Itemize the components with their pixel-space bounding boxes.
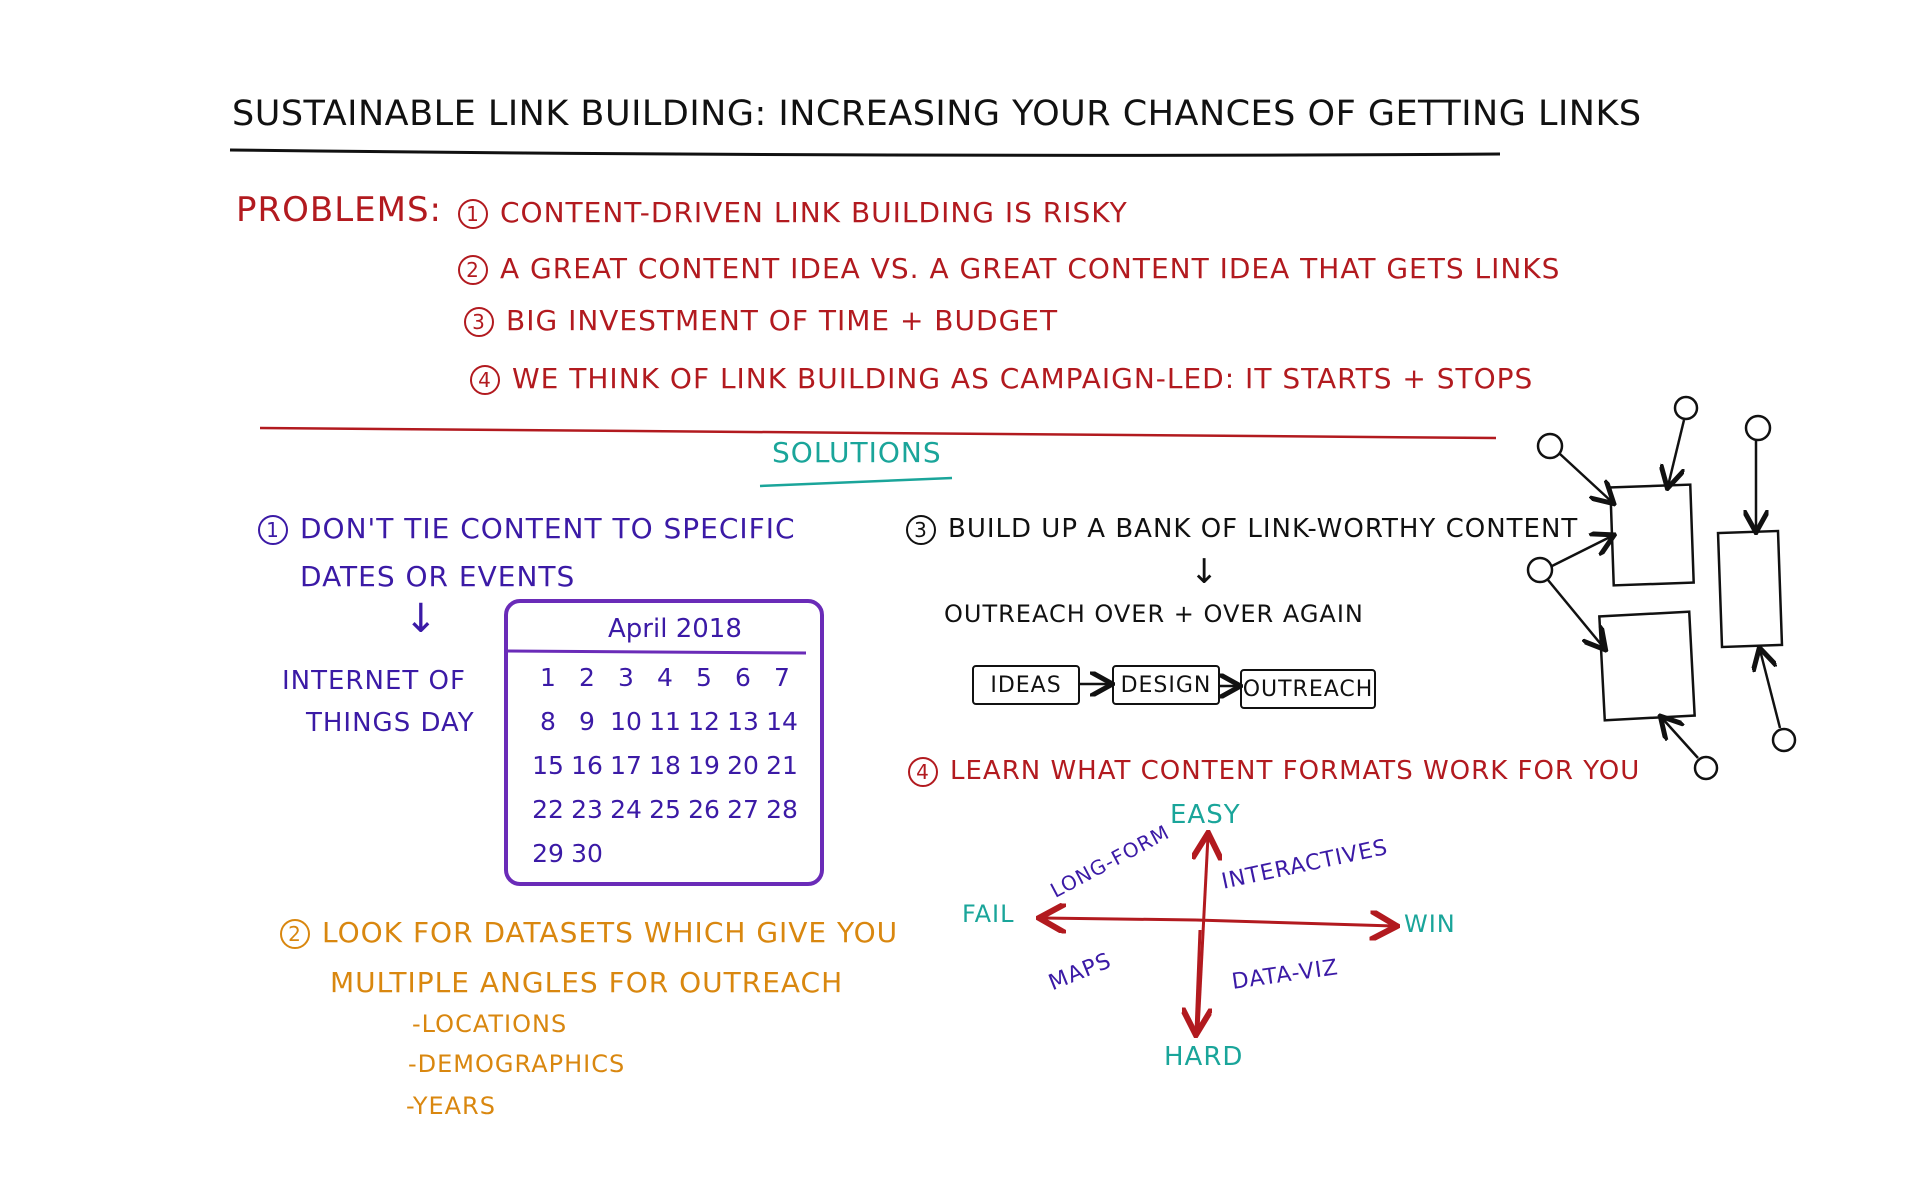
solution-1-line-1: 1 Don't tie content to specific bbox=[258, 512, 796, 545]
calendar-day: 24 bbox=[610, 795, 642, 824]
calendar-day: 1 bbox=[540, 663, 556, 692]
calendar-day: 26 bbox=[688, 795, 720, 824]
calendar-day: 23 bbox=[571, 795, 603, 824]
solution-2-line-2: multiple angles for outreach bbox=[330, 966, 844, 999]
calendar-day: 13 bbox=[727, 707, 759, 736]
problem-item-1: 1 Content-driven link building is risky bbox=[458, 196, 1128, 229]
calendar-example-line-2: Things Day bbox=[306, 708, 475, 738]
solution-4-line-1: 4 Learn what content formats work for you bbox=[908, 756, 1640, 787]
problem-item-4: 4 We think of link building as campaign-l… bbox=[470, 362, 1533, 395]
problem-number-1: 1 bbox=[458, 199, 488, 229]
calendar-day: 28 bbox=[766, 795, 798, 824]
calendar-day: 21 bbox=[766, 751, 798, 780]
calendar-frame bbox=[504, 599, 824, 886]
solution-1-arrow: ↓ bbox=[404, 596, 438, 642]
calendar-day: 29 bbox=[532, 839, 564, 868]
solution-number-2: 2 bbox=[280, 919, 310, 949]
calendar-day: 27 bbox=[727, 795, 759, 824]
solutions-heading: Solutions bbox=[772, 436, 942, 469]
calendar-day: 12 bbox=[688, 707, 720, 736]
calendar-header-line bbox=[507, 649, 807, 655]
calendar-day: 15 bbox=[532, 751, 564, 780]
problem-text-2: A great content idea vs. a great content… bbox=[500, 252, 1561, 285]
calendar-day: 17 bbox=[610, 751, 642, 780]
calendar-day: 18 bbox=[649, 751, 681, 780]
quadrant-label-fail: Fail bbox=[962, 900, 1015, 928]
solution-3-line-1: 3 Build up a bank of link-worthy content bbox=[906, 514, 1578, 545]
calendar-day: 14 bbox=[766, 707, 798, 736]
solution-3-arrow: ↓ bbox=[1190, 552, 1219, 592]
calendar-day: 11 bbox=[649, 707, 681, 736]
quadrant-axis-left bbox=[1042, 918, 1197, 920]
dataset-angle-years: -Years bbox=[406, 1092, 496, 1120]
problem-item-3: 3 Big investment of time + budget bbox=[464, 304, 1058, 337]
calendar-day: 22 bbox=[532, 795, 564, 824]
solution-number-1: 1 bbox=[258, 515, 288, 545]
calendar-example-line-1: Internet of bbox=[282, 666, 466, 696]
calendar-day: 3 bbox=[618, 663, 634, 692]
problems-heading: Problems: bbox=[236, 190, 443, 230]
calendar-day: 25 bbox=[649, 795, 681, 824]
solution-number-3: 3 bbox=[906, 514, 936, 545]
content-network-sketch bbox=[1526, 395, 1797, 781]
calendar-day: 20 bbox=[727, 751, 759, 780]
calendar-day: 16 bbox=[571, 751, 603, 780]
solution-1-line-2: dates or events bbox=[300, 560, 576, 593]
solution-1-text: Don't tie content to specific bbox=[300, 512, 796, 545]
problem-text-3: Big investment of time + budget bbox=[506, 304, 1059, 337]
calendar-day: 30 bbox=[571, 839, 603, 868]
solution-4-text: Learn what content formats work for you bbox=[950, 756, 1641, 786]
calendar-day: 2 bbox=[579, 663, 595, 692]
problem-text-4: We think of link building as campaign-le… bbox=[512, 362, 1534, 395]
quadrant-label-hard: Hard bbox=[1164, 1042, 1244, 1072]
calendar-day: 5 bbox=[696, 663, 712, 692]
calendar-day: 8 bbox=[540, 707, 556, 736]
title-underline bbox=[229, 148, 1501, 157]
quadrant-axis-right bbox=[1195, 920, 1394, 926]
calendar-day: 4 bbox=[657, 663, 673, 692]
calendar-day: 7 bbox=[774, 663, 790, 692]
calendar-day: 10 bbox=[610, 707, 642, 736]
solution-3-text: Build up a bank of link-worthy content bbox=[948, 514, 1579, 544]
problem-text-1: Content-driven link building is risky bbox=[500, 196, 1128, 229]
quadrant-label-easy: Easy bbox=[1170, 800, 1241, 830]
quadrant-axis-down bbox=[1196, 929, 1200, 1032]
solutions-underline bbox=[759, 476, 953, 488]
calendar-day: 6 bbox=[735, 663, 751, 692]
solution-number-4: 4 bbox=[908, 756, 938, 787]
calendar-day: 19 bbox=[688, 751, 720, 780]
problem-number-3: 3 bbox=[464, 307, 494, 337]
dataset-angle-locations: -Locations bbox=[412, 1010, 568, 1038]
calendar-month: April 2018 bbox=[608, 614, 742, 644]
problem-item-2: 2 A great content idea vs. a great conten… bbox=[458, 252, 1560, 285]
solution-2-line-1: 2 Look for datasets which give you bbox=[280, 916, 898, 949]
section-divider bbox=[259, 426, 1497, 440]
page-title: Sustainable Link Building: Increasing Yo… bbox=[232, 94, 1642, 134]
problem-number-2: 2 bbox=[458, 255, 488, 285]
solution-2-text: Look for datasets which give you bbox=[322, 916, 899, 949]
quadrant-label-win: Win bbox=[1404, 910, 1456, 938]
solution-3-line-2: Outreach over + over again bbox=[944, 600, 1364, 628]
dataset-angle-demographics: -Demographics bbox=[408, 1050, 626, 1078]
calendar-day: 9 bbox=[579, 707, 595, 736]
quadrant-axis-up bbox=[1198, 836, 1208, 1031]
flow-box-ideas: Ideas bbox=[972, 665, 1080, 705]
problem-number-4: 4 bbox=[470, 365, 500, 395]
